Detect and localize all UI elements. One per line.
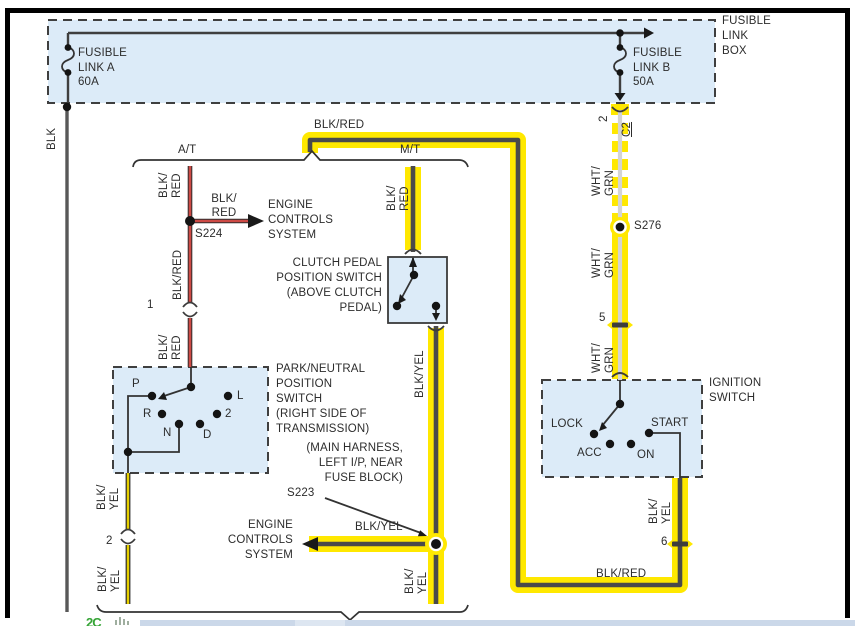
fusible-link-b-label: FUSIBLE LINK B 50A xyxy=(633,47,682,88)
clutch-switch-box xyxy=(387,256,448,324)
pin-label-2-c2: 2 xyxy=(598,115,610,122)
ignition-switch-label: IGNITION SWITCH xyxy=(709,377,762,404)
app-logo: 2C xyxy=(86,615,102,626)
wire-label-blk-yel-splice: BLK/ YEL xyxy=(404,568,429,594)
fusible-link-box-label: FUSIBLE LINK BOX xyxy=(722,15,771,57)
wire-label-blk-red-at-3: BLK/ RED xyxy=(158,334,183,360)
clutch-switch-label: CLUTCH PEDAL POSITION SWITCH (ABOVE CLUT… xyxy=(276,257,382,314)
pin-label-1: 1 xyxy=(147,299,154,311)
pn-position-2: 2 xyxy=(225,408,232,420)
diagram-border-top xyxy=(5,8,850,13)
ignition-position-start: START xyxy=(651,417,689,429)
s223-leader xyxy=(324,497,427,537)
bottom-taskbar-segment[interactable] xyxy=(295,620,345,626)
ignition-switch-box xyxy=(541,379,703,478)
diagram-border-right xyxy=(845,8,850,618)
wire-label-blk-yel-horizontal: BLK/YEL xyxy=(355,521,403,533)
plain-wires xyxy=(65,105,248,612)
wire-label-wht-grn-1: WHT/ GRN xyxy=(591,166,616,196)
pn-switch-label: PARK/NEUTRAL POSITION SWITCH (RIGHT SIDE… xyxy=(276,363,370,435)
splice-s276 xyxy=(610,217,630,237)
connector-5-bar xyxy=(612,322,628,328)
link-b-down-arrow xyxy=(614,93,626,101)
ignition-position-acc: ACC xyxy=(577,447,602,459)
clutch-down-arrow xyxy=(432,313,440,321)
main-harness-label: (MAIN HARNESS, LEFT I/P, NEAR FUSE BLOCK… xyxy=(306,442,403,484)
engine-controls-label-at: ENGINE CONTROLS SYSTEM xyxy=(268,199,334,241)
diagram-border-left xyxy=(5,8,10,618)
wire-label-wht-grn-2: WHT/ GRN xyxy=(591,248,616,278)
pn-position-l: L xyxy=(237,390,244,402)
wire-label-blk-red-s224: BLK/ RED xyxy=(211,193,237,219)
branch-label-at: A/T xyxy=(178,144,197,156)
splice-s223 xyxy=(425,533,447,555)
wire-label-blk: BLK xyxy=(46,127,58,150)
pn-position-n: N xyxy=(163,427,172,439)
junction-dots xyxy=(62,29,654,457)
clutch-connector-arcs xyxy=(404,248,445,332)
clutch-blade-arrow xyxy=(398,294,406,304)
wire-label-blk-red-top: BLK/RED xyxy=(314,119,365,131)
wire-blk-red-main xyxy=(307,137,683,588)
pn-switch-internals xyxy=(127,367,192,473)
connector-c2 xyxy=(611,106,629,113)
branch-label-mt: M/T xyxy=(400,144,421,156)
bus-right-arrow xyxy=(644,27,654,39)
ignition-blade-arrow xyxy=(599,422,607,431)
pn-blade-arrow xyxy=(158,392,167,400)
wire-label-blk-red-bottom: BLK/RED xyxy=(596,568,647,580)
engine-controls-label-bottom: ENGINE CONTROLS SYSTEM xyxy=(227,519,293,561)
engine-controls-arrow-at xyxy=(248,214,264,228)
at-mt-brace-top xyxy=(132,149,469,168)
wire-blk-red-at xyxy=(188,166,248,367)
pin-label-2: 2 xyxy=(106,535,113,547)
splice-label-s223: S223 xyxy=(287,487,315,499)
ignition-position-on: ON xyxy=(637,449,655,461)
ignition-connector-arc xyxy=(611,372,629,378)
pin-label-6: 6 xyxy=(661,536,668,548)
fusible-link-a-element xyxy=(61,46,75,74)
fusible-link-b-element xyxy=(613,46,627,74)
wire-label-blk-yel-ignition: BLK/ YEL xyxy=(648,498,673,524)
wire-cores xyxy=(307,110,688,604)
wire-label-blk-yel-at-2: BLK/ YEL xyxy=(97,566,122,592)
wire-label-blk-red-at-2: BLK/RED xyxy=(172,249,184,300)
connector-6-bar xyxy=(672,541,688,547)
pn-position-d: D xyxy=(203,429,212,441)
fusible-link-a-label: FUSIBLE LINK A 60A xyxy=(78,47,127,88)
wire-label-blk-red-mt: BLK/ RED xyxy=(386,185,411,211)
connector-label-c2: C2 xyxy=(621,121,633,137)
ignition-position-lock: LOCK xyxy=(551,418,583,430)
wire-label-blk-yel-at-1: BLK/ YEL xyxy=(96,484,121,510)
at-mt-brace-bottom xyxy=(96,604,469,622)
wire-label-blk-red-at-1: BLK/ RED xyxy=(158,172,183,198)
bottom-taskbar-edge[interactable] xyxy=(140,620,855,626)
pn-position-r: R xyxy=(143,408,152,420)
pin-label-5: 5 xyxy=(599,312,606,324)
connector-2 xyxy=(120,528,136,545)
mini-chart-icon xyxy=(115,617,129,625)
wire-label-blk-yel-clutch: BLK/YEL xyxy=(414,350,426,398)
wire-label-wht-grn-3: WHT/ GRN xyxy=(591,343,616,373)
splice-label-s276: S276 xyxy=(634,220,662,232)
clutch-up-arrow xyxy=(409,257,417,267)
pn-position-p: P xyxy=(132,378,140,390)
splice-label-s224: S224 xyxy=(195,228,223,240)
connector-1 xyxy=(182,301,198,318)
splice-s224 xyxy=(185,216,195,226)
engine-controls-arrow-bottom xyxy=(302,537,318,551)
